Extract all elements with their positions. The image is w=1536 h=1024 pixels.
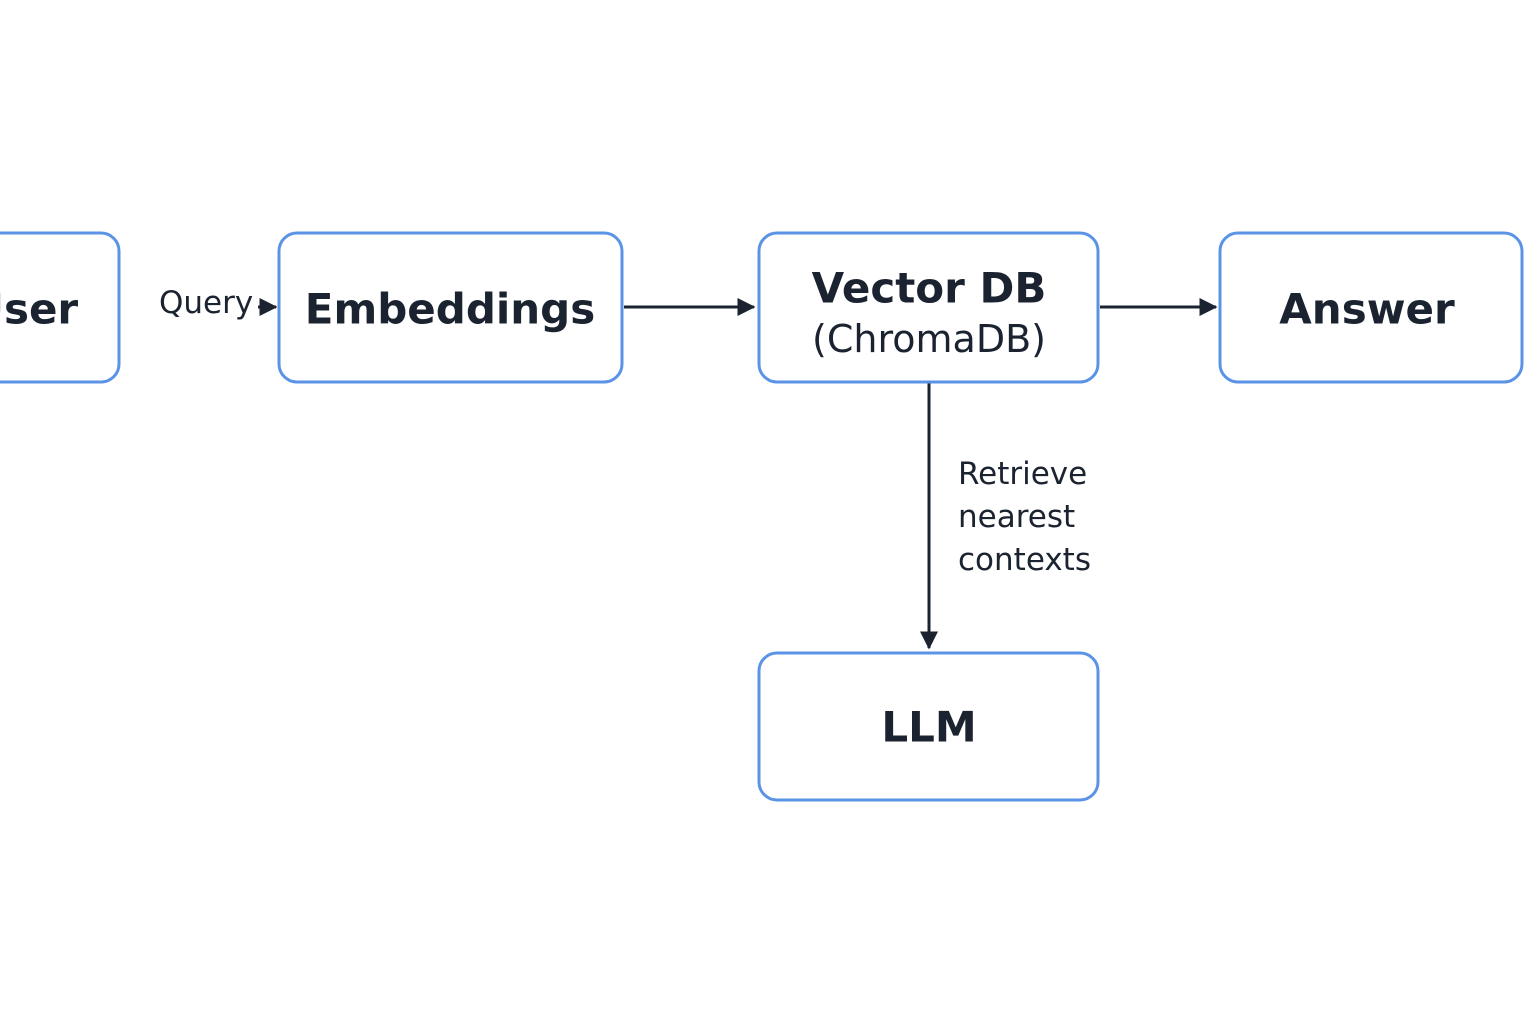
node-label-embeddings: Embeddings (305, 285, 596, 334)
edge-label-retrieve: Retrieve (958, 456, 1087, 492)
node-box (757, 231, 1100, 384)
edge-user-to-embeddings: Query (159, 285, 278, 321)
node-box (757, 651, 1100, 802)
node-box (1218, 231, 1524, 384)
edge-label-query: Query (159, 285, 253, 321)
edge-vector-db-to-llm: Retrieve nearest contexts (920, 383, 1091, 650)
node-vector-db: Vector DB (ChromaDB) (757, 231, 1100, 384)
node-label-answer: Answer (1279, 285, 1455, 334)
node-box (0, 231, 121, 384)
node-answer: Answer (1218, 231, 1524, 384)
node-label-llm: LLM (881, 703, 976, 752)
edge-label-contexts: contexts (958, 542, 1091, 578)
node-label-user: User (0, 285, 78, 334)
node-sublabel-chromadb: (ChromaDB) (812, 317, 1046, 361)
node-label-vector-db: Vector DB (812, 264, 1047, 313)
edge-label-nearest: nearest (958, 499, 1075, 535)
node-llm: LLM (757, 651, 1100, 802)
node-embeddings: Embeddings (277, 231, 624, 384)
node-box (277, 231, 624, 384)
node-user: User (0, 231, 121, 384)
